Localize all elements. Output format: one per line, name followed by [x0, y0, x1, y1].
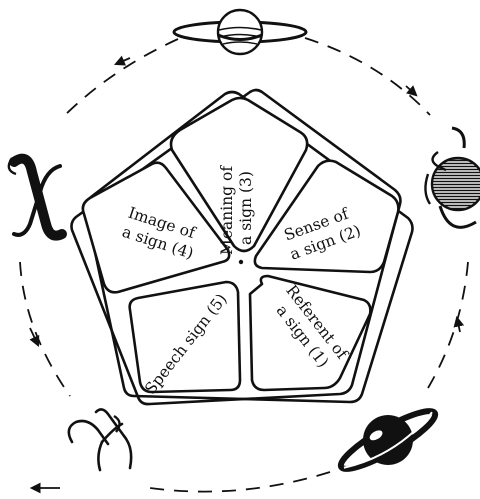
label-meaning-line-2: a sign (3): [237, 171, 255, 245]
orbit-arc-top-left: [62, 39, 178, 118]
orbit-arc-bottom: [150, 472, 330, 492]
black-saturn-icon: [329, 391, 448, 488]
orbit-arc-top-right: [305, 38, 430, 115]
scroll-glyph-icon: [9, 158, 62, 236]
center-dot: [239, 260, 243, 264]
sagittarius-glyph-icon: [69, 409, 131, 470]
label-meaning-line-1: Meaning of: [218, 165, 236, 255]
orbit-arrow-top: [116, 58, 130, 64]
striped-planet-icon: [425, 128, 480, 227]
orbit-arc-left: [20, 262, 70, 396]
orbit-arrow-right-top: [406, 86, 416, 95]
orbit-arc-right: [428, 262, 468, 388]
label-meaning: Meaning of a sign (3): [218, 161, 255, 255]
saturn-icon: [174, 10, 306, 54]
orbit-arrow-right: [457, 318, 460, 332]
